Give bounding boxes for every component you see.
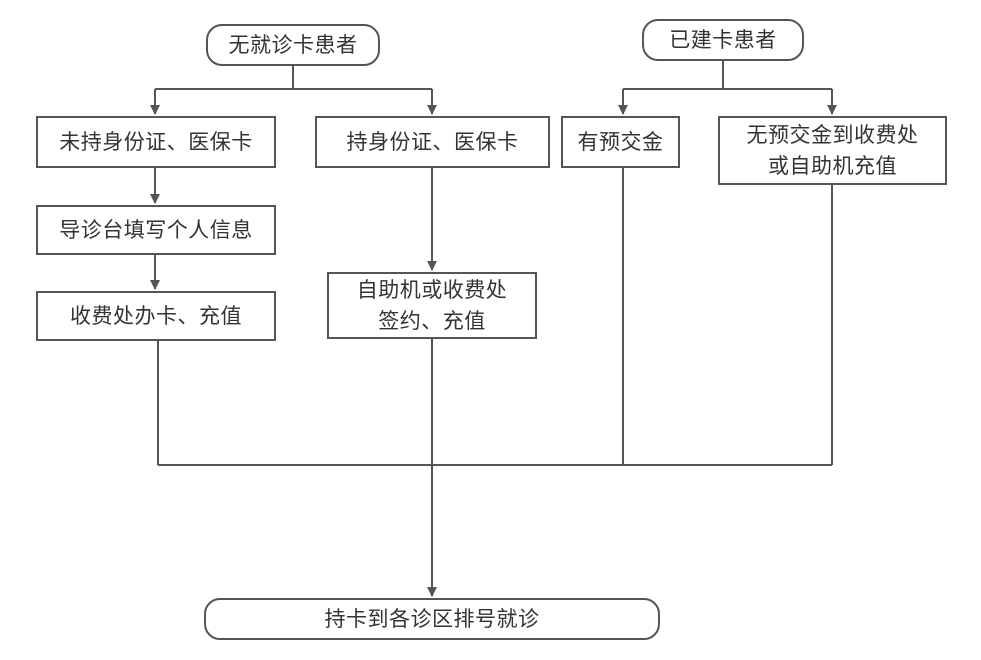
node-has-card: 已建卡患者: [642, 19, 804, 61]
node-self-service-label-line2: 签约、充值: [378, 308, 486, 333]
node-no-deposit-label-line2: 或自助机充值: [768, 153, 897, 178]
node-no-id-label: 未持身份证、医保卡: [59, 129, 253, 154]
node-has-deposit-label: 有预交金: [577, 129, 664, 154]
node-has-card-label: 已建卡患者: [669, 27, 777, 52]
node-no-deposit-label-line1: 无预交金到收费处: [746, 122, 919, 147]
node-with-id: 持身份证、医保卡: [315, 116, 550, 168]
node-no-deposit: 无预交金到收费处 或自助机充值: [718, 116, 947, 185]
node-cashier-card-label: 收费处办卡、充值: [70, 303, 242, 328]
node-self-service: 自助机或收费处 签约、充值: [327, 272, 537, 339]
node-no-id: 未持身份证、医保卡: [36, 116, 276, 168]
node-with-id-label: 持身份证、医保卡: [346, 129, 519, 154]
node-self-service-label-line1: 自助机或收费处: [356, 277, 508, 302]
node-no-card-label: 无就诊卡患者: [228, 32, 358, 57]
node-cashier-card: 收费处办卡、充值: [36, 291, 276, 341]
node-final-label: 持卡到各诊区排号就诊: [324, 606, 540, 631]
node-guide-desk-label: 导诊台填写个人信息: [59, 217, 253, 242]
node-no-card: 无就诊卡患者: [206, 24, 380, 66]
node-guide-desk: 导诊台填写个人信息: [36, 205, 276, 255]
node-final: 持卡到各诊区排号就诊: [204, 598, 660, 640]
node-has-deposit: 有预交金: [561, 116, 680, 168]
